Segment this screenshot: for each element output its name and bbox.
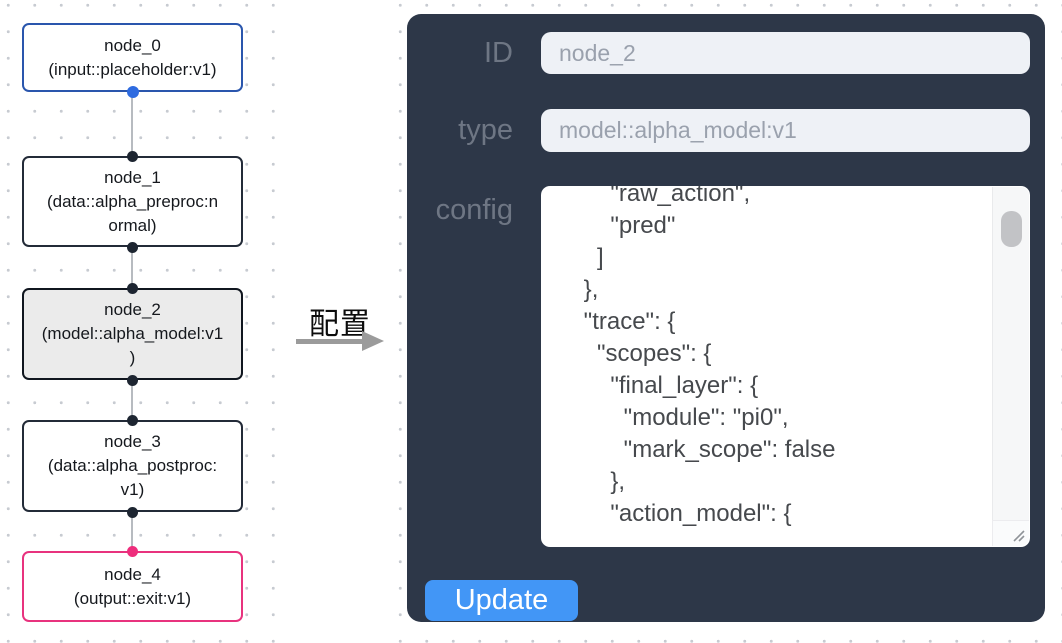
update-button[interactable]: Update [425,580,578,621]
scrollbar-track[interactable] [992,187,1029,521]
node-node_1[interactable]: node_1 (data::alpha_preproc:n ormal) [22,156,243,247]
node-config-panel: ID type config "raw_action", "pred" ] },… [407,14,1045,622]
flow-canvas[interactable]: node_0 (input::placeholder:v1) node_1 (d… [0,0,278,643]
node-node_0[interactable]: node_0 (input::placeholder:v1) [22,23,243,92]
port-handle-node4-in[interactable] [127,545,138,557]
type-field-label: type [458,114,513,146]
resize-handle-icon[interactable] [1010,527,1026,543]
port-handle-node3-in[interactable] [127,414,138,426]
port-handle-node1-in[interactable] [127,150,138,162]
node-type-label: (model::alpha_model:v1 ) [41,324,224,367]
arrow-right-icon [296,331,388,352]
id-field-label: ID [484,37,513,69]
config-textarea[interactable]: "raw_action", "pred" ] }, "trace": { "sc… [541,186,1030,547]
node-title: node_4 [104,564,161,584]
resize-corner [992,520,1029,546]
config-json-text: "raw_action", "pred" ] }, "trace": { "sc… [583,186,836,527]
node-type-label: (input::placeholder:v1) [48,59,217,79]
port-handle-node3-out[interactable] [127,506,138,518]
type-field-input[interactable] [541,109,1030,152]
node-type-label: (data::alpha_postproc: v1) [47,456,218,499]
node-title: node_0 [104,35,161,55]
node-type-label: (data::alpha_preproc:n ormal) [46,191,219,235]
node-node_4[interactable]: node_4 (output::exit:v1) [22,551,243,622]
port-handle-node1-out[interactable] [127,241,138,253]
node-node_3[interactable]: node_3 (data::alpha_postproc: v1) [22,420,243,512]
node-type-label: (output::exit:v1) [73,588,192,608]
node-title: node_3 [104,432,161,451]
port-handle-node0-out[interactable] [126,86,139,98]
node-title: node_2 [104,300,161,319]
config-field-label: config [435,194,513,226]
config-annotation-label: 配置 [309,308,371,341]
port-handle-node2-out[interactable] [127,374,138,386]
node-title: node_1 [104,167,161,187]
id-field-input[interactable] [541,32,1030,74]
port-handle-node2-in[interactable] [127,282,138,294]
scrollbar-thumb[interactable] [1001,211,1022,247]
node-node_2-selected[interactable]: node_2 (model::alpha_model:v1 ) [22,288,243,380]
